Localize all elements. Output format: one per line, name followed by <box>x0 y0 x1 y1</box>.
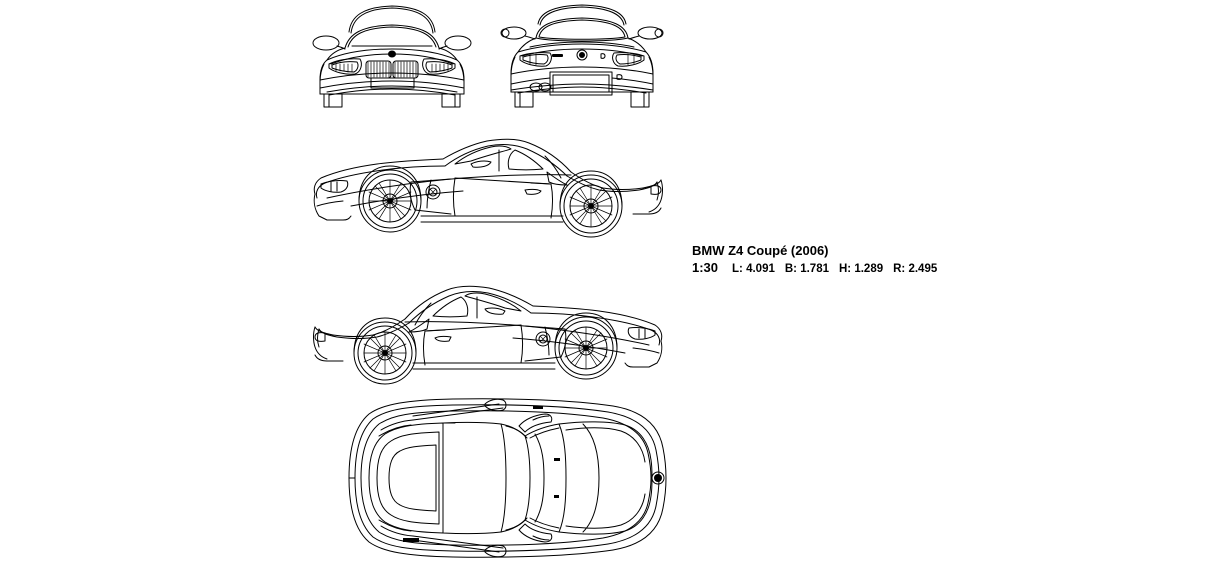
top-view <box>303 396 685 561</box>
spec-wheelbase-value: 2.495 <box>908 263 938 275</box>
front-view <box>305 2 480 110</box>
spec-height-key: H: <box>839 263 852 275</box>
spec-length: L: 4.091 <box>732 263 775 275</box>
spec-length-value: 4.091 <box>746 263 775 275</box>
side-left-fuel-cap-icon <box>426 185 440 199</box>
top-windshield <box>525 424 566 532</box>
side-right-body-outline <box>314 286 662 369</box>
spec-width-key: B: <box>784 263 798 275</box>
spec-length-key: L: <box>732 263 743 275</box>
rear-exhaust-icon <box>530 83 551 91</box>
spec-height: H: 1.289 <box>839 263 883 275</box>
side-left-headlight <box>321 181 661 195</box>
kidney-grille-icon <box>366 50 418 79</box>
side-left-body-outline <box>314 139 662 222</box>
side-right-door-handle-icon <box>435 336 451 341</box>
spec-wheelbase: R: 2.495 <box>893 263 937 275</box>
front-headlights <box>329 59 455 74</box>
spec-line: 1:30 L: 4.091 B: 1.781 H: 1.289 R: 2.495 <box>692 260 947 277</box>
model-title: BMW Z4 Coupé (2006) <box>692 243 829 258</box>
side-right-mirror-icon <box>485 308 505 314</box>
side-left-doors <box>410 178 552 218</box>
top-wipers <box>379 399 543 557</box>
side-left-door-handle-icon <box>525 189 541 194</box>
side-right-glass <box>409 293 521 332</box>
side-right-doors <box>424 325 566 365</box>
side-view-left <box>303 128 673 240</box>
rear-tail-lights <box>520 53 644 67</box>
top-mirrors <box>519 414 552 542</box>
spec-wheelbase-key: R: <box>893 263 906 275</box>
spec-width-value: 1.781 <box>800 263 829 275</box>
title-block: BMW Z4 Coupé (2006) 1:30 L: 4.091 B: 1.781… <box>692 243 947 277</box>
rear-badge-icon <box>552 50 605 60</box>
top-rear-hatch <box>369 423 443 533</box>
spec-width: B: 1.781 <box>785 263 829 275</box>
rear-license-plate <box>511 67 653 95</box>
front-tires <box>324 94 460 107</box>
scale-value: 1:30 <box>692 260 719 275</box>
side-left-front-wheel <box>359 166 421 232</box>
top-body-outline <box>349 399 666 557</box>
side-left-mirror-icon <box>471 161 491 167</box>
spec-height-value: 1.289 <box>854 263 884 275</box>
rear-view <box>500 2 665 110</box>
side-right-headlight <box>315 328 655 342</box>
front-bumper <box>320 73 464 95</box>
side-left-rear-wheel <box>560 171 622 237</box>
side-right-front-wheel <box>555 313 617 379</box>
rear-bumper-lower <box>511 84 653 93</box>
rear-mirrors <box>501 27 663 39</box>
top-details <box>349 423 664 498</box>
rear-body-outline <box>511 5 653 92</box>
side-left-glass <box>455 146 567 185</box>
top-hood <box>559 422 652 534</box>
side-right-rear-wheel <box>354 318 416 384</box>
front-mirrors <box>313 36 471 50</box>
side-view-right <box>303 275 673 387</box>
top-roof-panel <box>443 422 530 533</box>
side-right-fuel-cap-icon <box>536 332 550 346</box>
rear-tires <box>515 92 649 107</box>
